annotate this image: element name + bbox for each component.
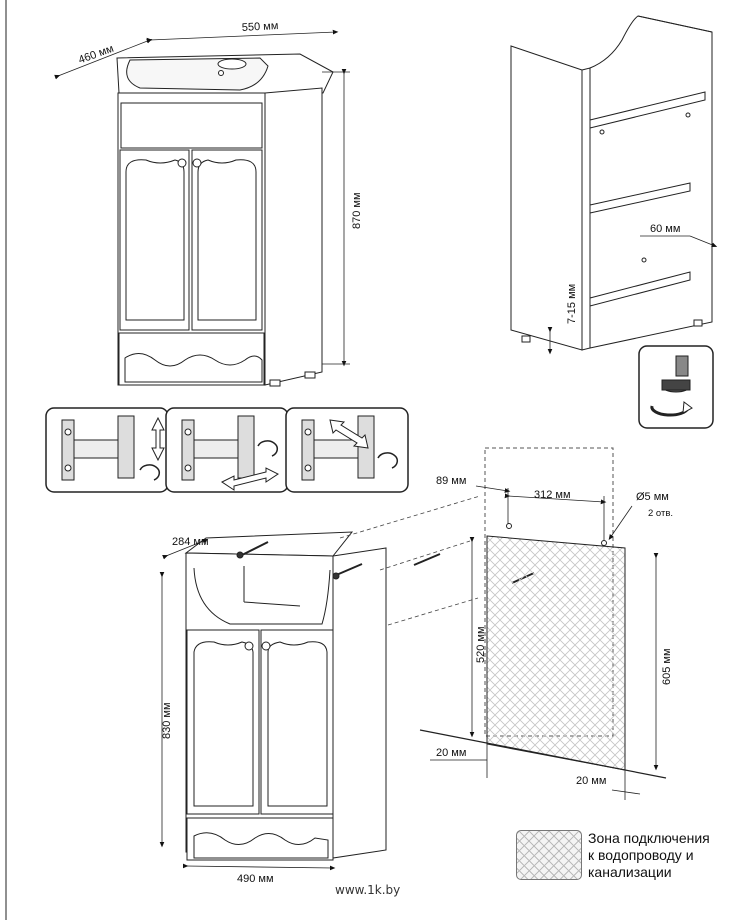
label-wall-20-left: 20 мм: [436, 747, 466, 759]
wall-connection-zone: [419, 447, 667, 779]
interior-dimension-lines: [547, 235, 718, 355]
label-wall-89: 89 мм: [436, 475, 466, 487]
legend-hatch-swatch: [516, 830, 582, 880]
cabinet-interior: [510, 15, 713, 351]
label-wall-312: 312 мм: [534, 489, 571, 501]
label-inner-7-15: 7-15 мм: [566, 284, 578, 324]
label-wall-605: 605 мм: [661, 648, 673, 685]
label-top-width: 550 мм: [242, 20, 279, 34]
label-hole-count: 2 отв.: [648, 508, 673, 519]
vanity-with-sink: [116, 53, 334, 387]
hinge-adjust-panels: [45, 407, 409, 493]
cabinet-without-sink: [184, 531, 387, 861]
legend-line-1: Зона подключения: [588, 830, 710, 846]
legend: Зона подключения к водопроводу и канализ…: [510, 826, 736, 882]
label-wall-20-right: 20 мм: [576, 775, 606, 787]
footer-watermark: www.1k.by: [335, 883, 401, 897]
label-hole-diameter: Ø5 мм: [636, 491, 669, 503]
label-top-depth: 460 мм: [77, 43, 115, 67]
label-bottom-depth: 284 мм: [172, 536, 209, 548]
label-top-height: 870 мм: [351, 192, 363, 229]
hinge-panel-depth: [285, 407, 409, 493]
hinge-panel-vertical: [45, 407, 169, 493]
bottom-dimension-lines: [159, 538, 336, 871]
legend-line-2: к водопроводу и: [588, 847, 694, 863]
top-dimension-lines: [54, 29, 350, 367]
mounting-dashes: [339, 495, 481, 626]
label-bottom-height: 830 мм: [161, 702, 173, 739]
label-wall-520: 520 мм: [475, 626, 487, 663]
legend-line-3: канализации: [588, 864, 672, 880]
label-inner-60: 60 мм: [650, 223, 680, 235]
legend-text: Зона подключения к водопроводу и канализ…: [588, 830, 738, 881]
adjustable-foot-icon: [638, 345, 714, 429]
wall-dimension-lines: [430, 485, 659, 800]
label-bottom-width: 490 мм: [237, 873, 274, 885]
hinge-panel-horizontal: [165, 407, 289, 493]
